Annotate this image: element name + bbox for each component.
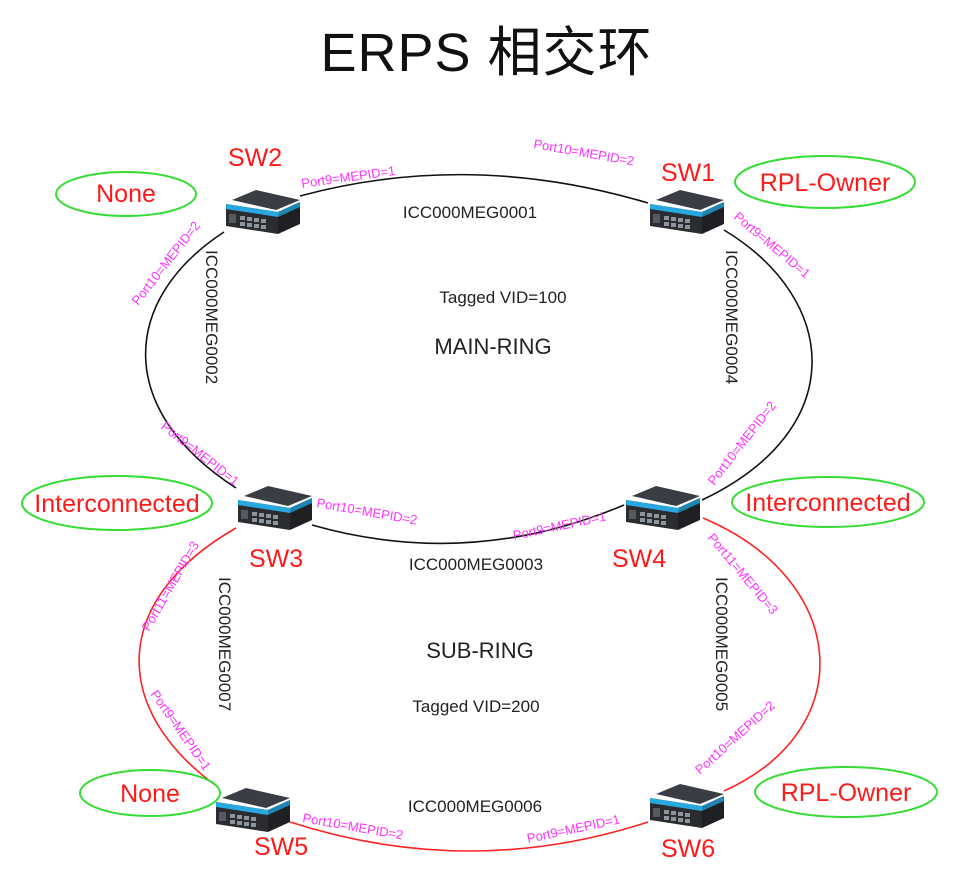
port-label: Port9=MEPID=1 (148, 687, 215, 773)
switch-sw6[interactable]: SW6 RPL-Owner (650, 766, 938, 863)
port-label: Port10=MEPID=2 (532, 136, 635, 168)
role-label: RPL-Owner (760, 169, 891, 197)
link-meg0006 (289, 821, 649, 852)
switch-icon (238, 486, 312, 530)
switch-sw1[interactable]: SW1 RPL-Owner (650, 155, 916, 234)
role-label: Interconnected (34, 490, 199, 518)
sub-ring-vid: Tagged VID=200 (412, 697, 539, 716)
port-label: Port9=MEPID=1 (512, 509, 608, 543)
role-label: None (120, 780, 180, 808)
meg-label-0005: ICC000MEG0005 (712, 577, 731, 711)
role-label: RPL-Owner (781, 779, 912, 807)
port-label: Port9=MEPID=1 (300, 163, 396, 191)
switch-name: SW2 (228, 144, 282, 172)
port-label: Port10=MEPID=2 (315, 495, 418, 527)
switch-icon (216, 788, 290, 832)
link-meg0004 (701, 229, 813, 501)
port-label: Port10=MEPID=2 (705, 398, 780, 488)
switch-icon (226, 190, 300, 234)
switch-icon (626, 486, 700, 530)
link-meg0007 (138, 527, 237, 788)
link-meg0003 (311, 504, 625, 545)
switch-name: SW6 (661, 835, 715, 863)
link-meg0005 (702, 517, 821, 792)
role-ellipse (21, 475, 213, 531)
port-label: Port10=MEPID=2 (692, 698, 778, 777)
switch-sw2[interactable]: SW2 None (55, 144, 300, 234)
port-label: Port9=MEPID=1 (158, 419, 242, 489)
switch-name: SW1 (661, 159, 715, 187)
meg-label-0001: ICC000MEG0001 (403, 203, 537, 222)
meg-label-0002: ICC000MEG0002 (202, 250, 221, 384)
role-ellipse (731, 476, 925, 528)
switch-sw3[interactable]: SW3 Interconnected (21, 475, 312, 573)
meg-label-0003: ICC000MEG0003 (409, 555, 543, 574)
switch-icon (650, 784, 724, 828)
role-ellipse (734, 155, 916, 209)
main-ring-name: MAIN-RING (434, 334, 551, 359)
port-label: Port11=MEPID=3 (139, 539, 202, 634)
switch-sw5[interactable]: SW5 None (79, 769, 308, 861)
role-ellipse (754, 766, 938, 818)
meg-label-0007: ICC000MEG0007 (215, 577, 234, 711)
switch-name: SW5 (254, 833, 308, 861)
meg-label-0004: ICC000MEG0004 (722, 250, 741, 384)
switch-sw4[interactable]: SW4 Interconnected (612, 476, 925, 573)
switch-icon (650, 190, 724, 234)
role-label: None (96, 180, 156, 208)
switch-name: SW3 (249, 545, 303, 573)
diagram-title: ERPS 相交环 (320, 23, 653, 83)
role-ellipse (55, 171, 197, 217)
switch-name: SW4 (612, 545, 666, 573)
port-label: Port10=MEPID=2 (301, 810, 404, 842)
link-meg0001 (299, 173, 649, 204)
role-label: Interconnected (745, 489, 910, 517)
role-ellipse (79, 769, 221, 817)
port-label: Port10=MEPID=2 (129, 218, 204, 308)
port-label: Port9=MEPID=1 (731, 209, 813, 281)
main-ring-vid: Tagged VID=100 (439, 288, 566, 307)
link-meg0002 (144, 231, 237, 489)
sub-ring-name: SUB-RING (426, 638, 534, 663)
meg-label-0006: ICC000MEG0006 (408, 797, 542, 816)
